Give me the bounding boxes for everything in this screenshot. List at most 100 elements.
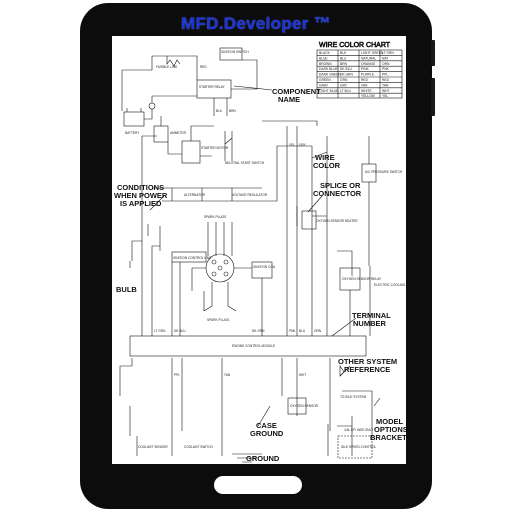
wire-tag: DK GRN: [252, 329, 265, 333]
chart-cell: PURPLE: [361, 73, 375, 77]
wire-color-chart: WIRE COLOR CHART BLACK BLK LIGHT GREEN L…: [316, 42, 403, 99]
chart-cell: NATURAL: [361, 56, 376, 60]
oxygen-sensor-heater: [301, 210, 317, 230]
wiring-diagram: WIRE COLOR CHART BLACK BLK LIGHT GREEN L…: [114, 42, 406, 463]
other-system-annotation-line2: REFERENCE: [344, 365, 390, 374]
chart-cell: BLUE: [319, 56, 328, 60]
wire-tag: YEL: [289, 143, 295, 147]
wire-color-chart-title: WIRE COLOR CHART: [319, 42, 391, 49]
conditions-annotation-line2: WHEN POWER: [114, 191, 168, 200]
battery-label: BATTERY: [125, 131, 140, 135]
charging-section: ALTERNATOR VOLTAGE REGULATOR: [152, 120, 318, 336]
chart-cell: GRY: [340, 83, 348, 87]
chart-cell: DARK BLUE: [319, 67, 338, 71]
wire-tag: BRN: [229, 109, 236, 113]
chart-cell: WHITE: [361, 89, 372, 93]
distributor-cap: [205, 253, 235, 283]
oxygen-sensor-label: OXYGEN SENSOR: [290, 404, 319, 408]
sensor-section: OXYGEN SENSOR HEATER OXYGEN SENSOR RELAY…: [296, 136, 406, 336]
ignition-section: SPARK PLUGS IGNITION CONTROL UNIT IGNITI…: [131, 191, 276, 336]
chart-cell: BLACK: [319, 51, 331, 55]
chart-cell: BLU: [340, 56, 347, 60]
chart-cell: YELLOW: [361, 94, 376, 98]
chart-cell: PPL: [382, 73, 388, 77]
case-ground-annotation-line2: GROUND: [250, 429, 284, 438]
ignition-control-unit: [171, 251, 207, 263]
ammeter-label: AMMETER: [170, 131, 187, 135]
spark-plugs-top-label: SPARK PLUGS: [204, 215, 226, 219]
oxygen-sensor-relay-label: OXYGEN SENSOR RELAY: [342, 277, 382, 281]
to-idle-system-label: TO IDLE SYSTEM: [340, 395, 367, 399]
chart-cell: LIGHT BLUE: [319, 89, 339, 93]
wire-tag: BLK: [216, 109, 223, 113]
starter-relay-label: STARTER RELAY: [199, 85, 226, 89]
chart-cell: DARK GREEN: [319, 73, 341, 77]
wire-tag: RED: [200, 65, 207, 69]
chart-cell: RED: [382, 78, 390, 82]
fusible-link-label: FUSIBLE LINK: [156, 65, 178, 69]
chart-cell: LT BLU: [340, 89, 351, 93]
chart-cell: BROWN: [319, 62, 332, 66]
idle-speed-control-label: IDLE SPEED CONTROL: [341, 445, 376, 449]
model-options-annotation-line2: OPTIONS: [374, 425, 406, 434]
power-button[interactable]: [431, 78, 435, 116]
chart-cell: NAT: [382, 56, 388, 60]
app-title: MFD.Developer ™: [181, 14, 331, 33]
chart-cell: DK BLU: [340, 67, 353, 71]
neutral-start-switch-label: NEUTRAL START SWITCH: [225, 161, 265, 165]
spark-plugs-bottom-label: SPARK PLUGS: [207, 318, 229, 322]
ecm-label: ENGINE CONTROL MODULE: [232, 344, 275, 348]
coolant-sensor-label: COOLANT SENSOR: [138, 445, 168, 449]
annotation-arrows: [129, 85, 381, 427]
alternator-label: ALTERNATOR: [184, 193, 206, 197]
idle-speed-control: [337, 435, 373, 459]
starter-motor-label: STARTER MOTOR: [201, 146, 229, 150]
home-button[interactable]: [214, 476, 302, 494]
chart-cell: GREEN: [319, 78, 331, 82]
battery: [123, 111, 145, 127]
chart-cell: PINK: [361, 67, 369, 71]
coolant-switch-label: COOLANT SWITCH: [184, 445, 214, 449]
volume-button[interactable]: [431, 40, 435, 66]
wire-tag: TAN: [224, 373, 231, 377]
component-name-annotation-line2: NAME: [278, 95, 300, 104]
chart-cell: LIGHT GREEN: [361, 51, 384, 55]
ac-pressure-switch-label: A/C PRESSURE SWITCH: [365, 170, 403, 174]
splice-annotation-line1: SPLICE OR: [320, 181, 361, 190]
ignition-switch-label: IGNITION SWITCH: [221, 50, 249, 54]
voltage-regulator-label: VOLTAGE REGULATOR: [232, 193, 268, 197]
wire-tags: RED BLK BRN YEL GRY DK BLU LT GRN DK GRN…: [154, 65, 322, 377]
chart-cell: YEL: [382, 94, 388, 98]
annotations: COMPONENT NAME WIRE COLOR SPLICE OR CONN…: [114, 87, 406, 463]
chart-cell: GRN: [340, 78, 348, 82]
wire-tag: BLU: [299, 329, 306, 333]
chart-cell: TAN: [361, 83, 368, 87]
wire-color-annotation-line1: WIRE: [315, 153, 335, 162]
wire-tag: ORN: [314, 329, 322, 333]
engine-control-module: ENGINE CONTROL MODULE OXYGEN SENSOR COOL…: [119, 335, 376, 463]
component-name-annotation-line1: COMPONENT: [272, 87, 321, 96]
chart-cell: TAN: [382, 83, 389, 87]
model-options-annotation-line1: MODEL: [376, 417, 404, 426]
diagram-screen[interactable]: WIRE COLOR CHART BLACK BLK LIGHT GREEN L…: [112, 36, 406, 464]
ignition-control-unit-label: IGNITION CONTROL UNIT: [173, 256, 212, 260]
oxygen-sensor-heater-label: OXYGEN SENSOR HEATER: [316, 219, 358, 223]
chart-cell: DK GRN: [340, 73, 353, 77]
chart-cell: GRAY: [319, 83, 329, 87]
oxygen-sensor: [287, 397, 307, 415]
chart-cell: LT GRN: [382, 51, 394, 55]
starter-relay: [196, 79, 232, 99]
wire-tag: DK BLU: [174, 329, 186, 333]
wire-color-annotation-line2: COLOR: [313, 161, 341, 170]
chart-cell: WHT: [382, 89, 390, 93]
model-options-annotation-line3: BRACKET: [370, 433, 406, 442]
chart-cell: PNK: [382, 67, 390, 71]
ground-annotation: GROUND: [246, 454, 280, 463]
ammeter: [153, 125, 169, 143]
wire-tag: PNK: [289, 329, 296, 333]
ignition-coil-label: IGNITION COIL: [253, 265, 276, 269]
splice-annotation-line2: CONNECTOR: [313, 189, 362, 198]
chart-cell: BLK: [340, 51, 347, 55]
terminal-number-annotation-line2: NUMBER: [353, 319, 386, 328]
wire-tag: PPL: [174, 373, 180, 377]
